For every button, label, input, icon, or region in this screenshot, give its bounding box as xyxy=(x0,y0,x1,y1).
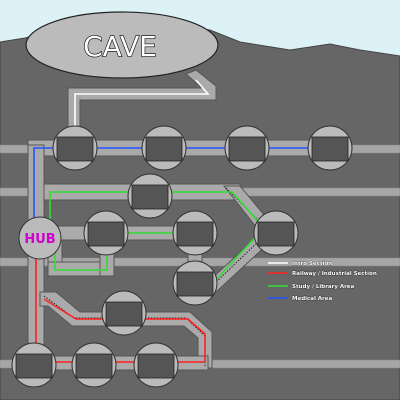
rooms: HUB xyxy=(11,125,353,388)
legend-item-medical: Medical Area xyxy=(268,296,333,302)
room-top-3[interactable] xyxy=(224,125,270,171)
room-top-1[interactable] xyxy=(52,125,98,171)
room-upper-center[interactable] xyxy=(127,173,173,219)
room-top-4[interactable] xyxy=(307,125,353,171)
room-lower-center[interactable] xyxy=(101,290,147,336)
legend-label-study: Study / Library Area xyxy=(292,284,355,290)
hub-room[interactable]: HUB xyxy=(18,216,62,260)
room-mid-left[interactable] xyxy=(83,210,129,256)
study-route-loop xyxy=(54,245,108,271)
legend-label-medical: Medical Area xyxy=(292,296,332,302)
legend-item-intro: Intro Section xyxy=(268,261,332,267)
room-lower-right[interactable] xyxy=(172,260,218,306)
legend-item-railway: Railway / Industrial Section xyxy=(268,271,377,277)
room-mid-right[interactable] xyxy=(253,210,299,256)
legend: Intro Section Railway / Industrial Secti… xyxy=(268,261,377,302)
legend-item-study: Study / Library Area xyxy=(268,284,355,290)
cave-label: CAVE xyxy=(83,30,157,63)
room-top-2[interactable] xyxy=(141,125,187,171)
room-mid-center[interactable] xyxy=(172,210,218,256)
railway-route-zig xyxy=(43,298,206,362)
study-route xyxy=(49,191,266,283)
room-bottom-2[interactable] xyxy=(71,342,117,388)
intro-route xyxy=(74,79,210,128)
legend-label-railway: Railway / Industrial Section xyxy=(292,271,377,277)
hub-label: HUB xyxy=(24,232,55,247)
legend-label-intro: Intro Section xyxy=(292,261,332,267)
room-bottom-1[interactable] xyxy=(11,342,57,388)
room-bottom-3[interactable] xyxy=(133,342,179,388)
cave-room[interactable]: CAVE xyxy=(25,11,219,79)
